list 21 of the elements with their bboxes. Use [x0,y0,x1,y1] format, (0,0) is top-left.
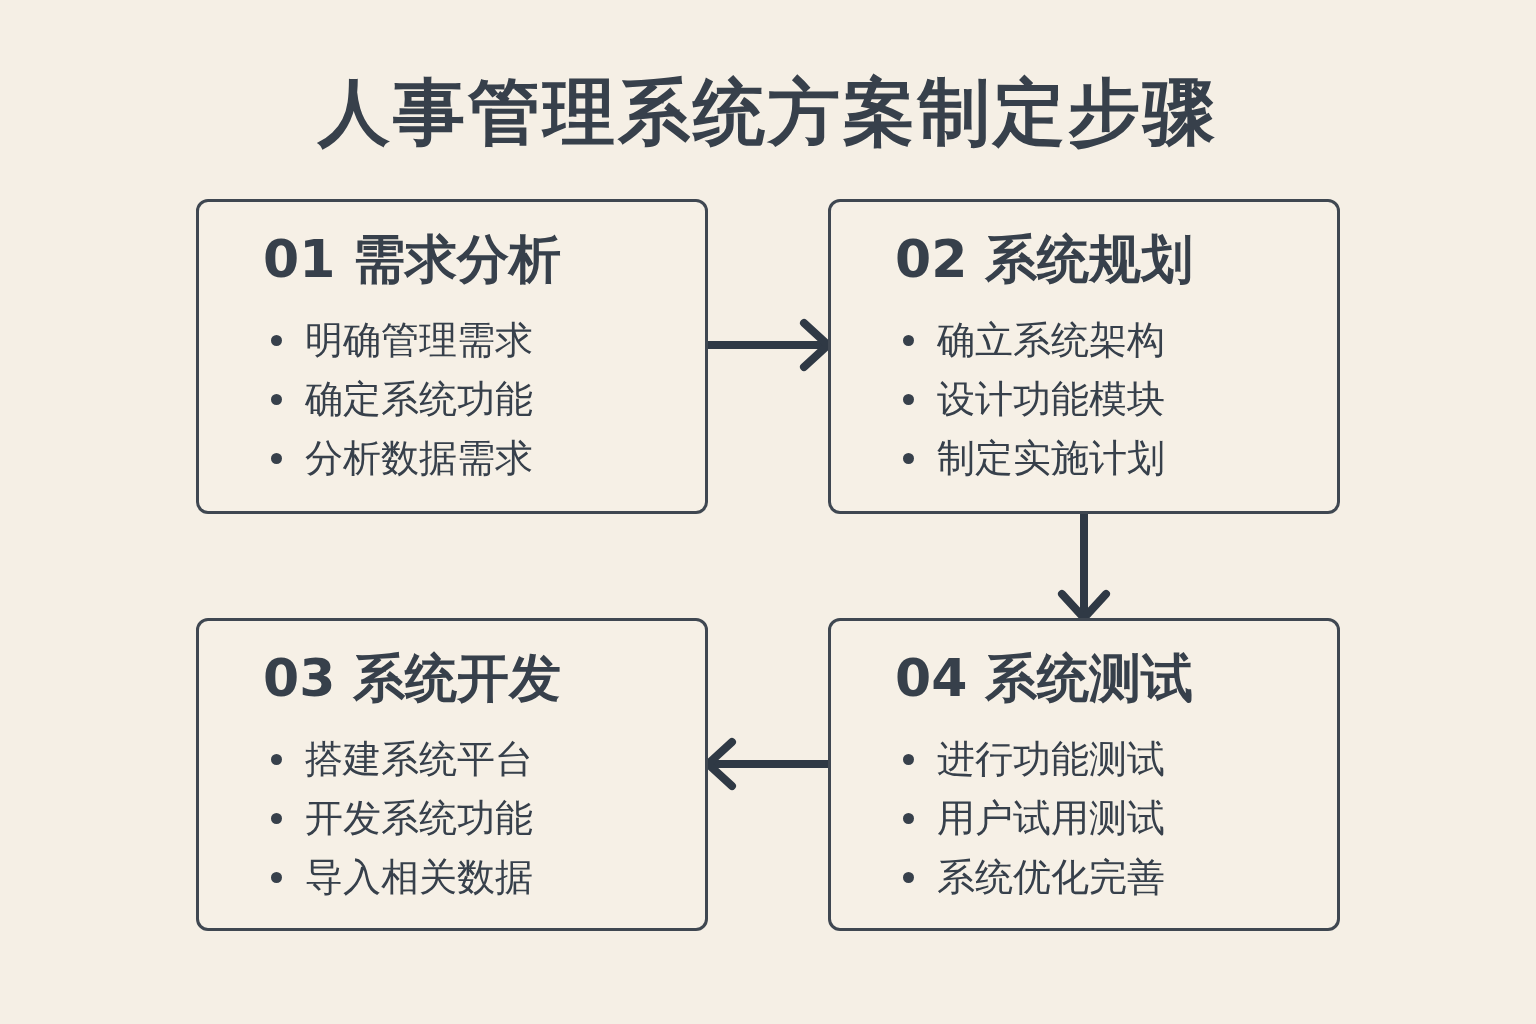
title: 人事管理系统方案制定步骤 [318,69,1218,156]
step-heading: 04 系统测试 [895,647,1194,710]
step-box [196,199,708,514]
bullet-text: 导入相关数据 [305,854,533,901]
step-box [828,618,1340,931]
step-heading: 02 系统规划 [895,228,1194,291]
bullet-text: 设计功能模块 [937,376,1165,423]
step-heading: 03 系统开发 [263,647,562,710]
step-box [196,618,708,931]
step-box [828,199,1340,514]
bullet-text: 确定系统功能 [305,376,533,423]
bullet-text: 系统优化完善 [937,854,1165,901]
bullet-text: 进行功能测试 [937,736,1165,783]
step-heading: 01 需求分析 [263,228,562,291]
bullet-text: 制定实施计划 [937,435,1165,482]
bullet-text: 开发系统功能 [305,795,533,842]
bullet-text: 分析数据需求 [305,435,533,482]
bullet-text: 明确管理需求 [305,317,533,364]
bullet-text: 确立系统架构 [937,317,1165,364]
bullet-text: 用户试用测试 [937,795,1165,842]
bullet-text: 搭建系统平台 [305,736,533,783]
